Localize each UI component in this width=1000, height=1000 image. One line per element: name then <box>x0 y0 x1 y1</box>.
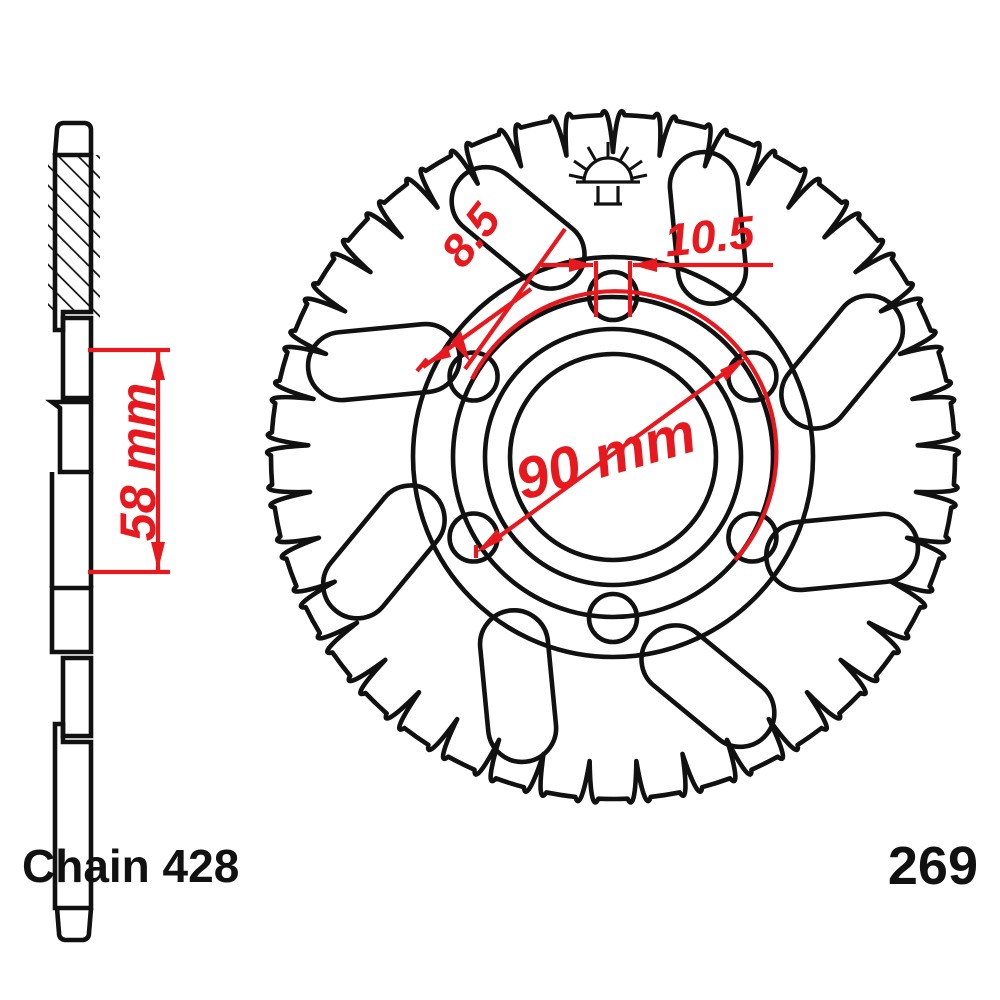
section-body-centre <box>49 472 94 588</box>
arrowhead-right-90 <box>720 357 747 381</box>
finish-ray-1 <box>586 146 598 162</box>
face-view: 90 mm 10.5 8.5 <box>264 108 962 805</box>
lightening-slot <box>779 293 906 431</box>
dimension-label-85: 8.5 <box>430 193 511 277</box>
lightening-slot <box>667 149 749 306</box>
bolt-hole <box>447 350 500 403</box>
dimension-85: 8.5 <box>415 193 567 373</box>
bolt-hole <box>726 511 779 564</box>
finish-ray-4 <box>628 159 643 172</box>
section-view <box>40 120 110 943</box>
finish-ray-2 <box>618 146 630 162</box>
lightening-slot <box>477 608 559 765</box>
dim-tick-85 <box>415 357 429 373</box>
part-number-label: 269 <box>888 836 978 896</box>
web-outer-circle <box>410 254 816 660</box>
dimension-label-90mm: 90 mm <box>508 400 703 513</box>
section-hatch-top <box>48 155 100 325</box>
arrowhead-b-85 <box>427 345 451 363</box>
finish-arc <box>582 156 634 183</box>
tooth-profile-path <box>264 108 962 805</box>
section-tooth-tip-top <box>52 120 94 156</box>
finish-ray-6 <box>632 173 648 180</box>
lightening-slot <box>320 483 447 621</box>
section-web-recess-bottom <box>60 655 94 739</box>
lightening-slot <box>639 623 777 750</box>
dimension-line-90 <box>480 359 743 551</box>
chain-label: Chain 428 <box>22 840 239 892</box>
dimension-105: 10.5 <box>541 205 773 317</box>
lightening-slots <box>305 149 921 765</box>
bolt-holes <box>447 269 779 645</box>
dimension-58mm: 58 mm <box>88 347 170 575</box>
section-tooth-tip-bottom <box>54 907 94 943</box>
finish-ray-3 <box>573 159 588 172</box>
arrowhead-up-58 <box>151 352 165 380</box>
section-hub-band-bottom <box>49 585 94 655</box>
hub-outer-circle <box>450 294 776 620</box>
arrowhead-in-left-105 <box>569 258 594 272</box>
bolt-hole <box>586 269 640 323</box>
section-outline-bottom <box>52 721 94 911</box>
arrowhead-in-right-105 <box>632 258 657 272</box>
section-hatch-hubtop <box>40 150 110 151</box>
dimension-label-58mm: 58 mm <box>110 383 166 541</box>
lightening-slot <box>449 164 587 291</box>
section-web-recess-top <box>60 315 94 401</box>
bolt-circle-arc <box>470 289 779 562</box>
surface-finish-mark <box>568 142 648 206</box>
arrowhead-down-58 <box>151 542 165 570</box>
section-hub-band-top <box>45 399 94 475</box>
arrowhead-left-90 <box>476 529 503 553</box>
finish-ray-5 <box>568 173 584 180</box>
arrowhead-a-85 <box>451 331 470 362</box>
hub-inner-circle <box>482 326 744 588</box>
section-outline-top <box>52 152 94 333</box>
centre-bore-circle <box>507 351 719 563</box>
bolt-hole <box>586 591 640 645</box>
teeth-profile <box>264 108 962 805</box>
dimension-label-105: 10.5 <box>662 205 758 266</box>
